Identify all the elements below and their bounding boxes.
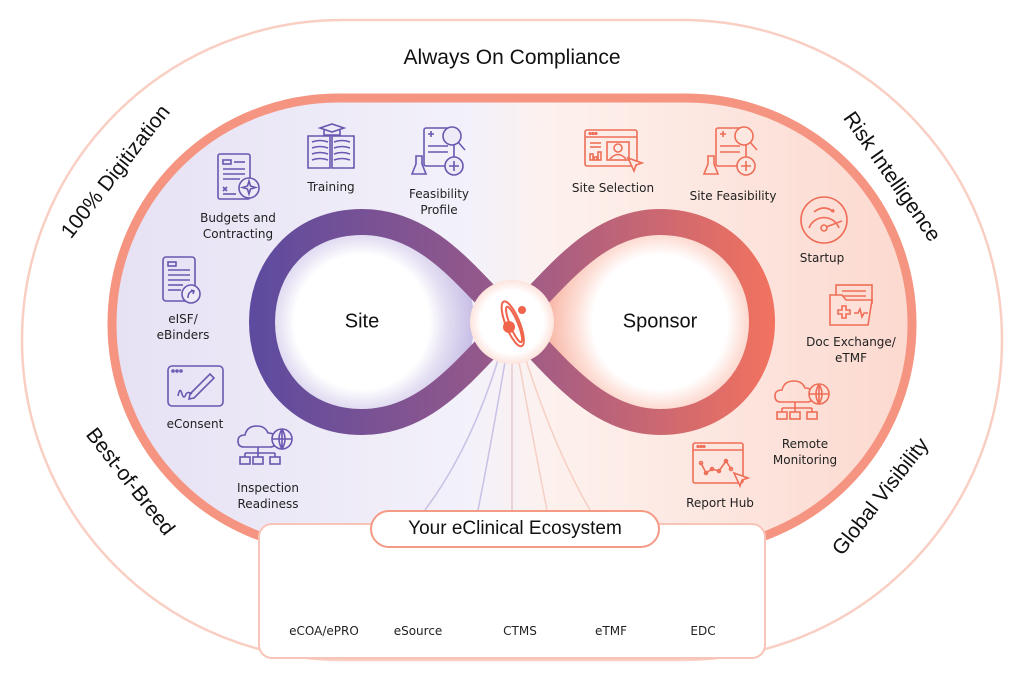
site-item-econsent[interactable]: eConsent — [166, 417, 224, 431]
binder-document-icon — [162, 256, 201, 304]
ecosystem-item-ctms[interactable]: CTMS — [503, 624, 537, 638]
feasibility-search-icon — [410, 126, 466, 176]
site-item-budgets[interactable]: Budgets and Contracting — [200, 211, 276, 241]
sponsor-item-remote-monitoring[interactable]: Remote Monitoring — [772, 437, 838, 467]
sponsor-item-site-feasibility[interactable]: Site Feasibility — [689, 189, 777, 203]
site-item-inspection-readiness[interactable]: Inspection Readiness — [237, 481, 299, 511]
speedometer-icon — [800, 196, 848, 244]
book-graduation-icon — [307, 123, 355, 169]
ecosystem-title: Your eClinical Ecosystem — [370, 510, 660, 548]
signature-icon — [167, 365, 224, 407]
site-item-eisf[interactable]: eISF/ eBinders — [156, 312, 210, 342]
site-item-feasibility-profile[interactable]: Feasibility Profile — [409, 187, 469, 217]
site-circle — [296, 256, 428, 388]
sponsor-item-startup[interactable]: Startup — [799, 251, 845, 265]
orbit-logo-icon — [500, 300, 526, 348]
site-title: Site — [344, 310, 380, 333]
contract-document-icon — [217, 153, 260, 200]
ring-label-top: Always On Compliance — [403, 46, 621, 69]
feasibility-search-icon — [702, 126, 758, 176]
ecosystem-connectors — [424, 359, 591, 511]
medical-folder-icon — [829, 284, 873, 326]
sponsor-title: Sponsor — [622, 310, 698, 333]
sponsor-item-site-selection[interactable]: Site Selection — [571, 181, 655, 195]
sponsor-circle — [594, 256, 726, 388]
site-item-training[interactable]: Training — [307, 180, 355, 194]
cloud-network-icon — [774, 380, 830, 420]
sponsor-item-doc-exchange[interactable]: Doc Exchange/ eTMF — [806, 335, 896, 365]
site-selection-icon — [584, 129, 645, 174]
ecosystem-item-ecoa[interactable]: eCOA/ePRO — [289, 624, 359, 638]
sponsor-item-report-hub[interactable]: Report Hub — [686, 496, 754, 510]
ecosystem-item-edc[interactable]: EDC — [690, 624, 716, 638]
cloud-network-icon — [237, 425, 293, 465]
report-chart-icon — [692, 442, 751, 489]
ecosystem-item-esource[interactable]: eSource — [393, 624, 443, 638]
ecosystem-item-etmf[interactable]: eTMF — [595, 624, 627, 638]
